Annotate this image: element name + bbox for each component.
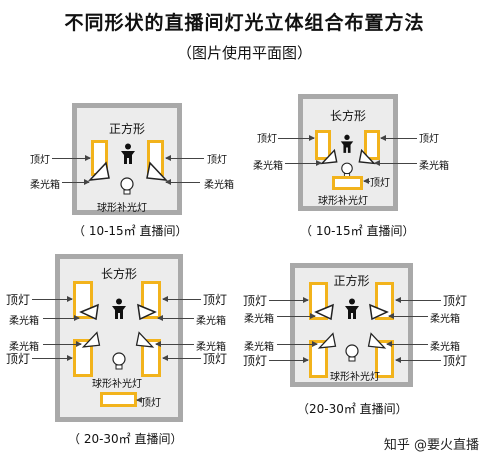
softbox-icon [367,332,387,349]
top-light-label: 顶灯 [419,134,439,145]
arrow-icon [62,179,90,185]
softbox-icon [135,331,155,348]
arrow-icon [155,341,194,347]
softbox-icon [81,331,101,348]
top-light-label: 顶灯 [6,352,31,366]
room-shape-label: 长方形 [329,109,366,123]
arrow-icon [52,155,91,161]
arrow-icon [380,135,417,141]
arrow-icon [165,155,204,161]
top-light [100,392,137,407]
room-caption: （ 20-30㎡ 直播间） [68,432,183,446]
page-title: 不同形状的直播间灯光立体组合布置方法 [64,12,425,34]
room-shape-label: 长方形 [100,267,137,281]
person-icon [340,134,354,153]
softbox-label: 柔光箱 [244,314,274,325]
top-light [364,130,380,160]
bulb-icon [341,162,353,178]
person-icon [112,298,126,319]
arrow-icon [269,297,309,303]
page-subtitle: （图片使用平面图） [176,44,312,62]
softbox-icon [79,303,99,321]
softbox-label: 柔光箱 [244,342,274,353]
softbox-icon [146,161,168,181]
arrow-icon [162,355,201,361]
room-caption: （20-30㎡ 直播间） [297,402,408,416]
top-light-label: 顶灯 [203,293,228,307]
top-light-label: 顶灯 [443,354,468,368]
arrow-icon [277,313,316,319]
softbox-icon [317,332,337,349]
room-caption: （ 10-15㎡ 直播间） [300,224,415,238]
bulb-icon [345,344,359,362]
arrow-icon [278,135,315,141]
top-light [309,340,328,378]
arrow-icon [374,160,417,166]
ball-fill-label: 球形补光灯 [92,379,142,390]
top-light [73,339,93,377]
softbox-label: 柔光箱 [196,316,226,327]
arrow-icon [395,297,441,303]
softbox-label: 柔光箱 [430,342,460,353]
softbox-label: 柔光箱 [9,316,39,327]
top-light [332,176,363,190]
arrow-icon [363,178,370,184]
arrow-icon [386,341,428,347]
softbox-icon [314,303,334,321]
arrow-icon [395,357,441,363]
ball-fill-label: 球形补光灯 [318,196,368,207]
arrow-icon [136,397,142,403]
top-light-label: 顶灯 [257,134,277,145]
softbox-icon [137,303,157,321]
room-shape-label: 正方形 [108,122,145,136]
arrow-icon [162,296,201,302]
top-light-label: 顶灯 [6,293,31,307]
arrow-icon [269,357,309,363]
softbox-label: 柔光箱 [204,180,234,191]
top-light-label: 顶灯 [207,155,227,166]
softbox-label: 柔光箱 [196,342,226,353]
softbox-label: 柔光箱 [253,161,283,172]
room-caption: （ 10-15㎡ 直播间） [73,224,188,238]
arrow-icon [32,355,73,361]
top-light-label: 顶灯 [30,155,50,166]
watermark: 知乎 @要火直播 [383,438,479,453]
bulb-icon [112,352,126,370]
softbox-icon [88,161,110,181]
arrow-icon [157,315,194,321]
softbox-icon [369,303,389,321]
top-light-label: 顶灯 [243,354,268,368]
room-shape-label: 正方形 [333,274,370,288]
ball-fill-label: 球形补光灯 [97,203,147,214]
softbox-icon [358,148,376,165]
arrow-icon [165,179,200,185]
ball-fill-label: 球形补光灯 [330,372,380,383]
softbox-label: 柔光箱 [30,180,60,191]
arrow-icon [277,341,318,347]
arrow-icon [43,341,82,347]
top-light [315,130,331,160]
top-light [141,339,161,377]
softbox-label: 柔光箱 [9,342,39,353]
arrow-icon [43,315,80,321]
person-icon [121,143,135,164]
bulb-icon [120,177,134,195]
arrow-icon [388,313,428,319]
person-icon [345,298,359,319]
arrow-icon [285,160,322,166]
softbox-icon [320,148,338,165]
arrow-icon [32,296,73,302]
top-light-label: 顶灯 [243,294,268,308]
top-light-label: 顶灯 [443,294,468,308]
top-light-label: 顶灯 [141,398,161,409]
top-light-label: 顶灯 [203,352,228,366]
softbox-label: 柔光箱 [419,161,449,172]
top-light [375,340,394,378]
softbox-label: 柔光箱 [430,314,460,325]
top-light-label: 顶灯 [370,178,390,189]
